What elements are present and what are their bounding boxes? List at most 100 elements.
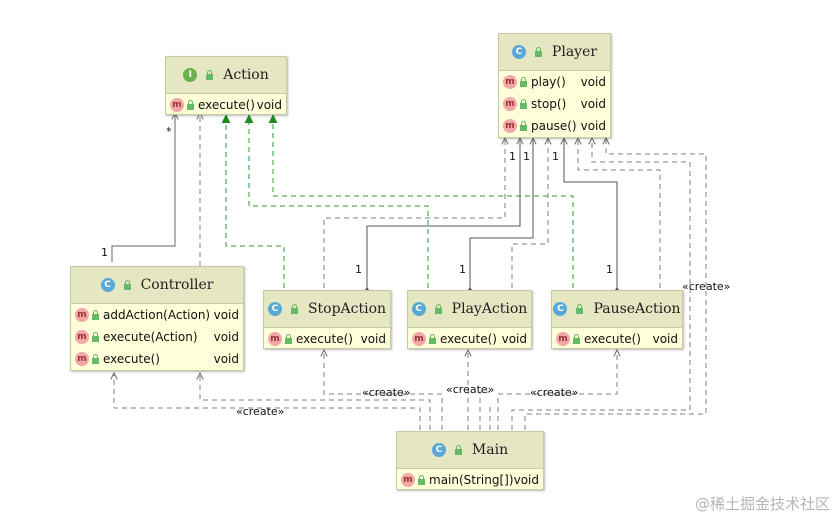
class-pauseaction[interactable]: C PauseAction m execute() void xyxy=(551,290,683,349)
stopaction-player-association xyxy=(367,138,520,288)
method-row[interactable]: m execute() void xyxy=(166,94,286,116)
class-badge-icon: C xyxy=(100,278,115,292)
method-badge-icon: m xyxy=(75,330,89,344)
multiplicity-label: * xyxy=(166,125,172,138)
visibility-icon xyxy=(418,475,425,485)
method-badge-icon: m xyxy=(170,98,184,112)
pauseaction-player-association xyxy=(564,138,617,288)
method-badge-icon: m xyxy=(503,97,517,111)
method-signature: main(String[]) xyxy=(429,473,514,487)
method-row[interactable]: m addAction(Action) void xyxy=(71,304,243,326)
visibility-icon xyxy=(290,304,298,314)
visibility-icon xyxy=(92,354,99,364)
method-row[interactable]: m main(String[]) void xyxy=(397,469,543,491)
method-signature: execute() xyxy=(584,332,641,346)
method-return-type: void xyxy=(652,332,678,346)
class-header: C Main xyxy=(397,432,543,469)
class-header: C StopAction xyxy=(264,291,390,328)
method-row[interactable]: m execute() void xyxy=(264,328,390,350)
class-name: StopAction xyxy=(307,301,387,317)
method-row[interactable]: m stop() void xyxy=(499,93,610,115)
visibility-icon xyxy=(92,310,99,320)
method-badge-icon: m xyxy=(503,119,517,133)
method-signature: execute(Action) xyxy=(103,330,198,344)
method-row[interactable]: m execute() void xyxy=(71,348,243,370)
stereotype-label: «create» xyxy=(530,386,579,399)
class-name: Main xyxy=(471,442,509,458)
stopaction-realizes-action xyxy=(221,114,285,288)
method-badge-icon: m xyxy=(268,332,282,346)
multiplicity-label: 1 xyxy=(355,263,362,276)
pauseaction-realizes-action xyxy=(268,114,574,288)
visibility-icon xyxy=(534,47,542,57)
main-controller-create xyxy=(114,373,421,430)
visibility-icon xyxy=(520,77,527,87)
class-header: I Action xyxy=(166,57,286,94)
visibility-icon xyxy=(187,100,194,110)
method-return-type: void xyxy=(580,75,606,89)
method-row[interactable]: m pause() void xyxy=(499,115,610,137)
method-return-type: void xyxy=(213,352,239,366)
multiplicity-label: 1 xyxy=(459,263,466,276)
main-player-create-b xyxy=(524,138,707,430)
visibility-icon xyxy=(206,70,214,80)
visibility-icon xyxy=(573,334,580,344)
method-row[interactable]: m execute(Action) void xyxy=(71,326,243,348)
method-return-type: void xyxy=(501,332,527,346)
method-return-type: void xyxy=(513,473,539,487)
multiplicity-label: 1 xyxy=(523,150,530,163)
stereotype-label: «create» xyxy=(682,280,731,293)
visibility-icon xyxy=(285,334,292,344)
method-return-type: void xyxy=(360,332,386,346)
stereotype-label: «create» xyxy=(236,405,285,418)
main-player-dependency-c xyxy=(479,391,490,430)
method-signature: execute() xyxy=(103,352,160,366)
class-action[interactable]: I Action m execute() void xyxy=(165,56,287,115)
visibility-icon xyxy=(92,332,99,342)
class-badge-icon: C xyxy=(511,45,526,59)
multiplicity-label: 1 xyxy=(606,263,613,276)
class-stopaction[interactable]: C StopAction m execute() void xyxy=(263,290,391,349)
class-player[interactable]: C Player m play() void m stop() void m p… xyxy=(498,33,611,138)
method-return-type: void xyxy=(256,98,282,112)
stopaction-player-dependency xyxy=(323,138,505,288)
class-header: C Player xyxy=(499,34,610,71)
method-row[interactable]: m execute() void xyxy=(552,328,682,350)
stereotype-label: «create» xyxy=(362,386,411,399)
visibility-icon xyxy=(429,334,436,344)
method-row[interactable]: m play() void xyxy=(499,71,610,93)
multiplicity-label: 1 xyxy=(101,246,108,259)
class-badge-icon: C xyxy=(411,302,426,316)
class-name: Player xyxy=(551,44,598,60)
method-badge-icon: m xyxy=(412,332,426,346)
method-return-type: void xyxy=(580,97,606,111)
class-badge-icon: C xyxy=(267,302,282,316)
method-signature: addAction(Action) xyxy=(103,308,211,322)
playaction-realizes-action xyxy=(244,114,429,288)
visibility-icon xyxy=(434,304,442,314)
method-signature: execute() xyxy=(198,98,255,112)
visibility-icon xyxy=(520,121,527,131)
interface-badge-icon: I xyxy=(183,68,198,82)
multiplicity-label: 1 xyxy=(552,150,559,163)
visibility-icon xyxy=(576,304,584,314)
visibility-icon xyxy=(123,280,131,290)
method-signature: pause() xyxy=(531,119,577,133)
multiplicity-label: 1 xyxy=(509,150,516,163)
class-main[interactable]: C Main m main(String[]) void xyxy=(396,431,544,490)
method-return-type: void xyxy=(213,308,239,322)
class-controller[interactable]: C Controller m addAction(Action) void m … xyxy=(70,266,244,371)
visibility-icon xyxy=(454,445,462,455)
method-return-type: void xyxy=(580,119,606,133)
method-badge-icon: m xyxy=(556,332,570,346)
method-signature: execute() xyxy=(296,332,353,346)
method-row[interactable]: m execute() void xyxy=(408,328,531,350)
class-header: C PlayAction xyxy=(408,291,531,328)
pauseaction-player-dependency xyxy=(578,138,661,288)
playaction-player-association xyxy=(470,138,533,288)
class-playaction[interactable]: C PlayAction m execute() void xyxy=(407,290,532,349)
main-controller-dependency xyxy=(200,373,431,430)
class-header: C PauseAction xyxy=(552,291,682,328)
